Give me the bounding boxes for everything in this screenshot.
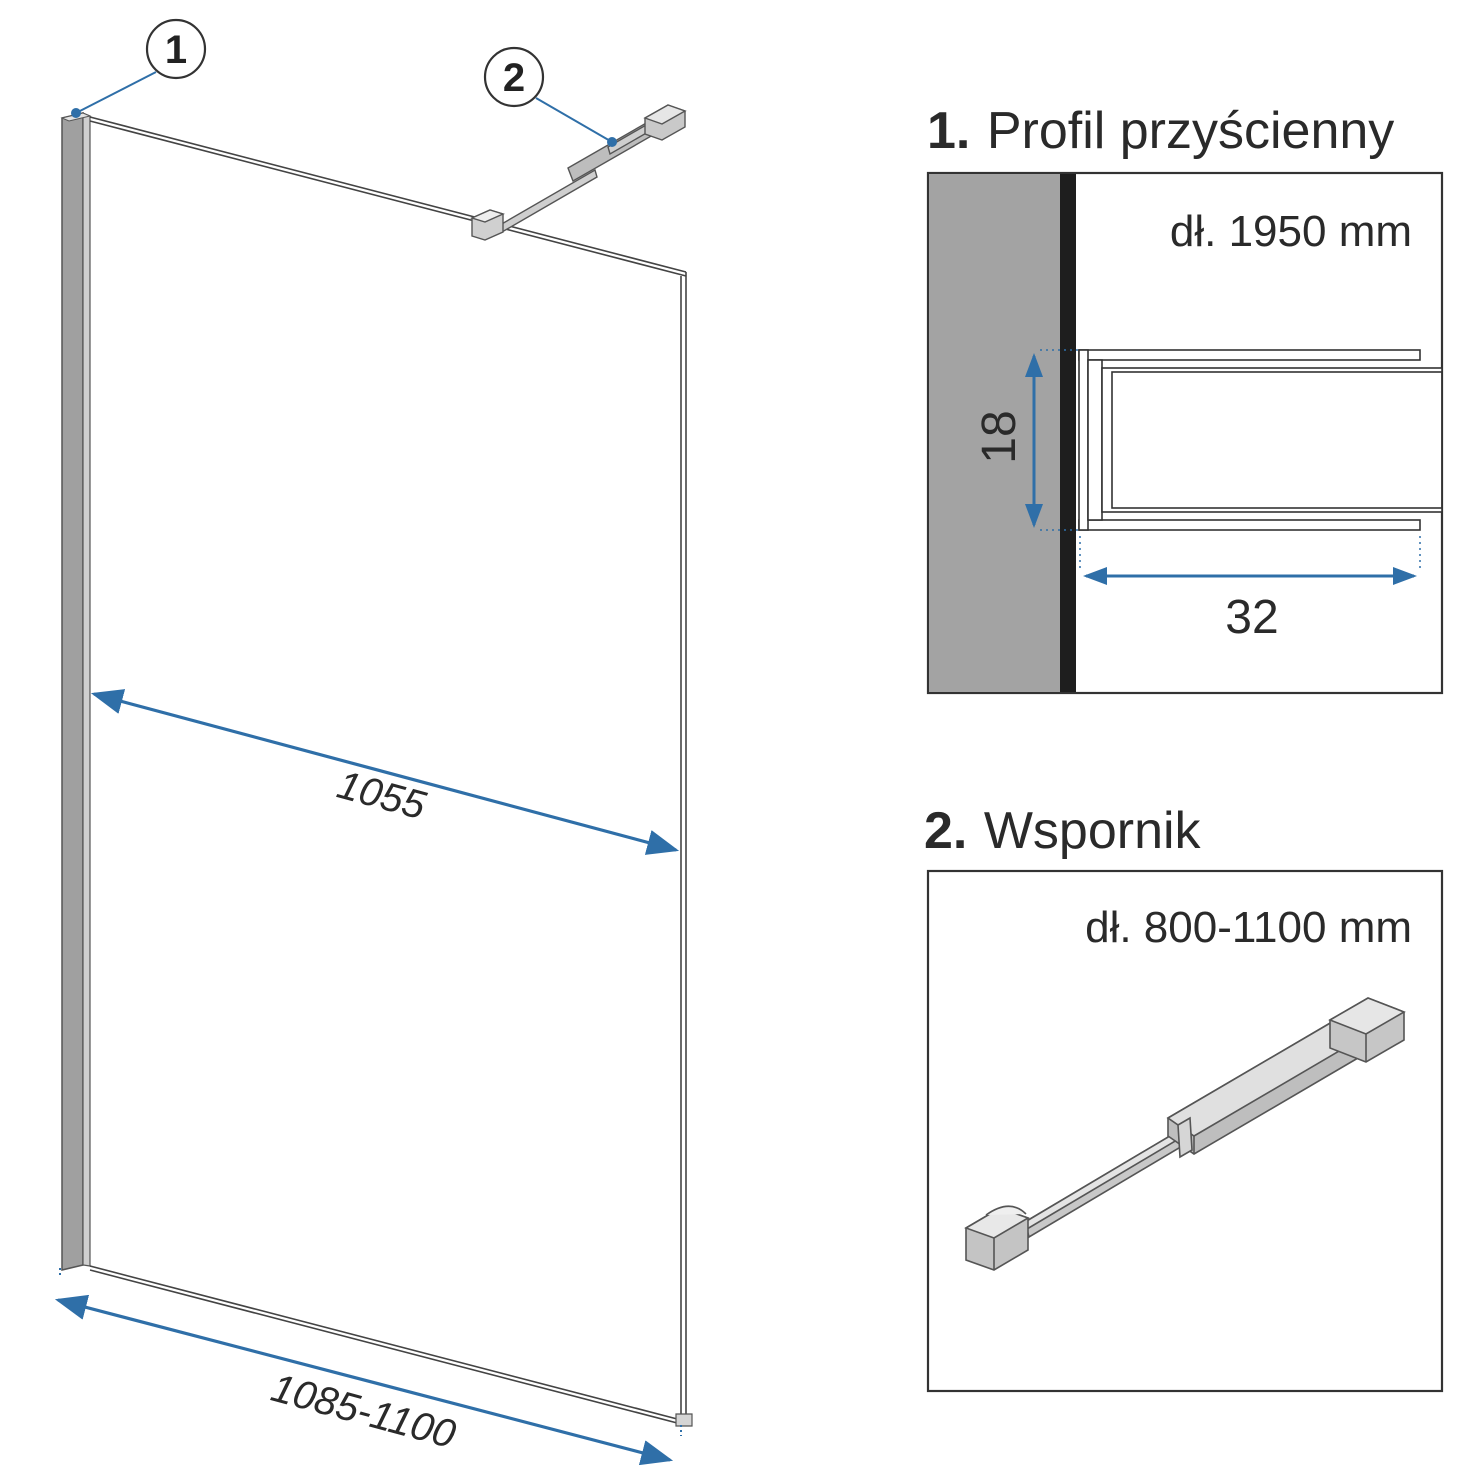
profile-depth-label: 32 bbox=[1225, 591, 1278, 644]
bracket-illustration bbox=[964, 997, 1406, 1271]
callout-1: 1 bbox=[71, 18, 207, 118]
profile-height-dimension: 18 bbox=[973, 349, 1078, 531]
profile-height-label: 18 bbox=[973, 410, 1026, 463]
detail-2-title: 2. Wspornik bbox=[924, 802, 1202, 860]
callout-1-label: 1 bbox=[165, 28, 187, 72]
callout-2: 2 bbox=[483, 46, 617, 147]
profile-depth-dimension: 32 bbox=[1079, 536, 1421, 644]
glass-width-label: 1055 bbox=[333, 763, 431, 829]
wall-profile bbox=[60, 112, 92, 1271]
glass-panel bbox=[89, 116, 687, 1425]
glass-width-dimension: 1055 bbox=[90, 689, 680, 855]
wall-edge bbox=[1060, 174, 1076, 692]
detail-1-length: dł. 1950 mm bbox=[1170, 207, 1412, 256]
main-drawing: 1 2 1055 1085-1100 bbox=[54, 18, 693, 1466]
detail-2: 2. Wspornik dł. 800-1100 mm bbox=[924, 802, 1444, 1393]
detail-2-length: dł. 800-1100 mm bbox=[1085, 903, 1412, 952]
detail-1-title: 1. Profil przyścienny bbox=[927, 102, 1394, 160]
callout-2-label: 2 bbox=[503, 56, 525, 100]
detail-1: 1. Profil przyścienny dł. 1950 mm 18 bbox=[926, 102, 1444, 695]
support-bar bbox=[470, 104, 687, 241]
profile-cross-section bbox=[1078, 349, 1443, 531]
total-width-dimension: 1085-1100 bbox=[54, 1268, 682, 1466]
panel-foot bbox=[675, 1413, 693, 1427]
